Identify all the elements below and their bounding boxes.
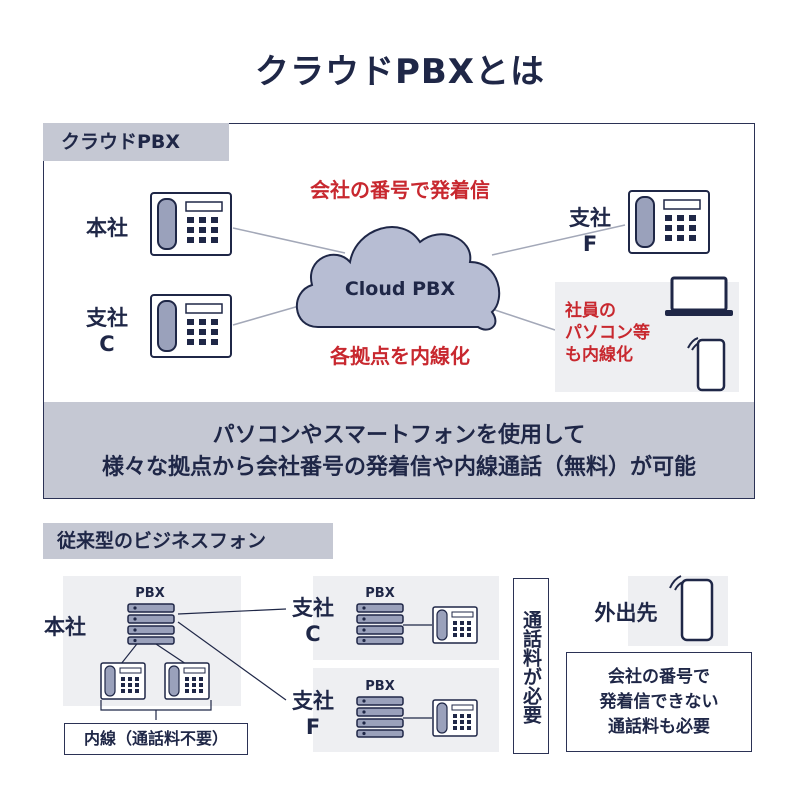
- pbx-server-icon: [356, 603, 406, 649]
- line-pbx-shisha-f: [177, 621, 287, 701]
- outside-note: 会社の番号で 発着信できない 通話料も必要: [566, 652, 752, 752]
- smartphone-icon: [668, 574, 718, 648]
- location-shisha-c: 支社 C: [86, 306, 128, 356]
- desk-phone-icon: [432, 699, 478, 741]
- desk-phone-icon: [150, 294, 232, 362]
- location-shisha-f: 支社 F: [569, 206, 611, 256]
- cloud-icon: [296, 226, 501, 331]
- desk-phone-icon: [150, 192, 232, 260]
- cloud-summary-band: パソコンやスマートフォンを使用して 様々な拠点から会社番号の発着信や内線通話（無…: [44, 402, 754, 498]
- cloud-pbx-text: Cloud PBX: [344, 278, 456, 300]
- summary-line-1: パソコンやスマートフォンを使用して: [212, 423, 586, 448]
- desk-phone-icon: [432, 606, 478, 648]
- caption-top: 会社の番号で発着信: [310, 178, 490, 202]
- desk-phone-icon: [628, 190, 710, 258]
- line-pbx-shisha-c: [177, 608, 287, 615]
- page-title: クラウドPBXとは: [254, 52, 546, 92]
- legacy-shisha-c: 支社 C: [292, 596, 334, 646]
- desk-phone-icon: [164, 662, 210, 704]
- location-honsha: 本社: [86, 216, 128, 240]
- pbx-label-shisha-c: PBX: [365, 586, 395, 601]
- smartphone-icon: [686, 336, 736, 398]
- pbx-label-honsha: PBX: [135, 586, 165, 601]
- pbx-server-icon: [356, 696, 406, 742]
- line-cloud-employee: [494, 309, 556, 331]
- desk-phone-icon: [100, 662, 146, 704]
- cloud-pbx-label: クラウドPBX: [43, 123, 229, 161]
- legacy-honsha: 本社: [44, 615, 86, 639]
- line-cloud-shisha-f: [491, 224, 626, 256]
- pbx-label-shisha-f: PBX: [365, 679, 395, 694]
- legacy-section-label: 従来型のビジネスフォン: [43, 523, 333, 559]
- caption-bottom: 各拠点を内線化: [330, 344, 470, 368]
- outside-label: 外出先: [594, 601, 658, 625]
- summary-line-2: 様々な拠点から会社番号の発着信や内線通話（無料）が可能: [101, 455, 696, 480]
- employee-note: 社員の パソコン等 も内線化: [565, 301, 650, 365]
- line-honsha-cloud: [232, 227, 346, 254]
- call-fee-note: 通話料が必要: [513, 578, 549, 754]
- pbx-server-icon: [127, 603, 177, 649]
- legacy-shisha-f: 支社 F: [292, 689, 334, 739]
- call-fee-text: 通話料が必要: [520, 610, 542, 724]
- naisen-label: 内線（通話料不要）: [64, 723, 248, 755]
- laptop-icon: [664, 276, 734, 322]
